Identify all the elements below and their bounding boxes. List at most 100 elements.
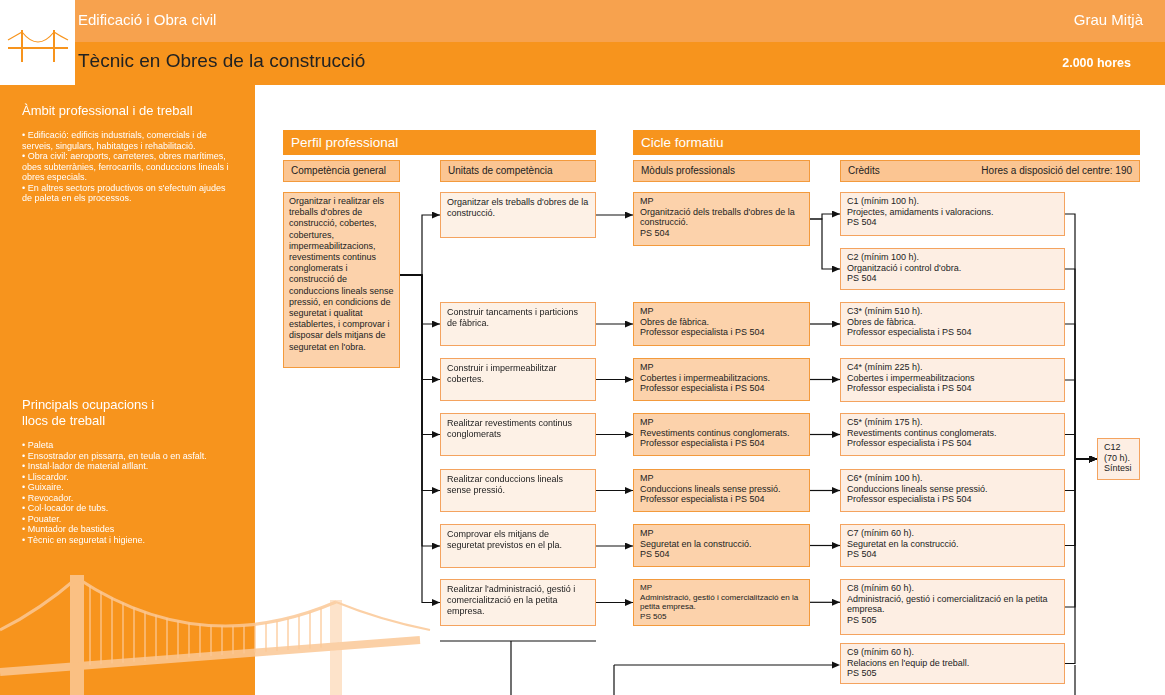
box-text: C7 (mínim 60 h). — [847, 528, 1058, 539]
column-header: Crèdits Hores a disposició del centre: 19… — [840, 160, 1140, 182]
connector — [1065, 380, 1097, 459]
box-text: Realitzar conduccions lineals sense pres… — [447, 474, 589, 496]
unit-box: Realitzar revestiments continus conglome… — [440, 413, 596, 456]
box-text: Revestiments continus conglomerats. — [847, 428, 1058, 439]
connector — [810, 214, 840, 219]
unit-box: Organitzar els treballs d'obres de la co… — [440, 192, 596, 238]
box-text: C6* (mínim 100 h). — [847, 473, 1058, 484]
bridge-hangers — [90, 586, 321, 665]
connector — [810, 219, 840, 269]
connector — [1065, 435, 1097, 460]
credit-box: C8 (mínim 60 h).Administració, gestió i … — [840, 579, 1065, 635]
connector — [1065, 459, 1097, 607]
box-text: Crèdits — [848, 165, 880, 177]
module-box: MPConduccions lineals sense pressió.Prof… — [633, 469, 810, 512]
credit-box: C7 (mínim 60 h).Seguretat en la construc… — [840, 524, 1065, 567]
connector — [596, 379, 633, 380]
box-text: Hores a disposició del centre: 190 — [981, 165, 1132, 177]
box-text: Conduccions lineals sense pressió. — [640, 484, 803, 495]
column-header: Competència general — [283, 160, 400, 182]
box-text: Seguretat en la construcció. — [847, 539, 1058, 550]
box-text: Construir tancaments i particions de fàb… — [447, 307, 589, 329]
connector — [400, 275, 440, 491]
box-text: Professor especialista i PS 504 — [847, 383, 1058, 394]
connector — [596, 545, 633, 546]
credit-box: C6* (mínim 100 h).Conduccions lineals se… — [840, 469, 1065, 512]
box-text: C5* (mínim 175 h). — [847, 417, 1058, 428]
connector — [810, 323, 840, 324]
box-text: Administració, gestió i comercialització… — [847, 594, 1058, 615]
bridge-watermark — [0, 575, 430, 695]
section-band: Perfil professional — [283, 130, 596, 155]
panel-bullet: • Col·locador de tubs. — [22, 503, 232, 514]
off-page-lines — [440, 641, 1075, 695]
box-text: C1 (mínim 100 h). — [847, 196, 1058, 207]
credit-box: C4* (mínim 225 h).Cobertes i impermeabil… — [840, 358, 1065, 402]
box-text: Obres de fàbrica. — [847, 317, 1058, 328]
box-text: MP — [640, 583, 803, 593]
credit-box: C5* (mínim 175 h).Revestiments continus … — [840, 413, 1065, 456]
box-text: Competència general — [291, 165, 386, 177]
box-text: Comprovar els mitjans de seguretat previ… — [447, 529, 589, 551]
box-text: PS 504 — [847, 549, 1058, 560]
box-text: Organització i control d'obra. — [847, 263, 1058, 274]
box-text: MP — [640, 362, 803, 373]
box-text: PS 504 — [640, 549, 803, 560]
panel-bullet: • En altres sectors productivos on s'efe… — [22, 183, 232, 204]
module-box: MPOrganització dels treballs d'obres de … — [633, 192, 810, 246]
panel-bullet: • Instal·lador de material aïllant. — [22, 461, 232, 472]
module-box: MPObres de fàbrica.Professor especialist… — [633, 302, 810, 346]
box-text: Síntesi — [1104, 463, 1133, 474]
box-text: PS 505 — [640, 612, 803, 622]
panel-heading: Àmbit professional i de treball — [22, 103, 232, 119]
box-text: C2 (mínim 100 h). — [847, 252, 1058, 263]
competence-box: Organitzar i realitzar els treballs d'ob… — [283, 192, 400, 368]
box-text: MP — [640, 473, 803, 484]
panel-bullet: • Edificació: edificis industrials, come… — [22, 130, 232, 151]
section-band: Cicle formatiu — [633, 130, 1140, 155]
panel-bullet: • Paleta — [22, 440, 232, 451]
panel-group: Principals ocupacions i llocs de treball… — [22, 397, 232, 545]
box-text: Perfil professional — [291, 135, 588, 150]
page-title: Tècnic en Obres de la construcció — [78, 50, 365, 72]
box-text: Organització dels treballs d'obres de la… — [640, 207, 803, 228]
box-text: PS 504 — [640, 228, 803, 239]
connector — [1065, 324, 1097, 459]
box-text: Cobertes i impermeabilitzacions — [847, 373, 1058, 384]
panel-bullet: • Muntador de bastides — [22, 524, 232, 535]
box-text: Unitats de competència — [448, 165, 553, 177]
connector — [596, 490, 633, 491]
box-text: Cicle formatiu — [641, 135, 1132, 150]
box-text: MP — [640, 417, 803, 428]
family-label: Edificació i Obra civil — [78, 11, 216, 28]
box-text: Professor especialista i PS 504 — [640, 327, 803, 338]
connector — [596, 214, 633, 215]
box-text: PS 505 — [847, 668, 1058, 679]
box-text: Professor especialista i PS 504 — [847, 438, 1058, 449]
level-label: Grau Mitjà — [1074, 11, 1143, 28]
unit-box: Realitzar l'administració, gestió i come… — [440, 579, 596, 626]
box-text: MP — [640, 306, 803, 317]
module-box: MPCobertes i impermeabilitzacions.Profes… — [633, 358, 810, 401]
box-text: Professor especialista i PS 504 — [847, 494, 1058, 505]
box-text: Cobertes i impermeabilitzacions. — [640, 373, 803, 384]
connector — [400, 275, 440, 546]
connector — [400, 215, 440, 275]
connector — [400, 275, 440, 324]
connector — [1065, 459, 1097, 664]
panel-bullet: • Guixaire. — [22, 482, 232, 493]
connector — [400, 275, 440, 603]
box-text: C3* (mínim 510 h). — [847, 306, 1058, 317]
box-text: Organitzar els treballs d'obres de la co… — [447, 197, 589, 219]
box-text: Obres de fàbrica. — [640, 317, 803, 328]
box-text: Professor especialista i PS 504 — [640, 383, 803, 394]
unit-box: Comprovar els mitjans de seguretat previ… — [440, 524, 596, 568]
credit-box: C3* (mínim 510 h).Obres de fàbrica.Profe… — [840, 302, 1065, 346]
box-text: Construir i impermeabilitzar cobertes. — [447, 363, 589, 385]
credit-box: C2 (mínim 100 h).Organització i control … — [840, 248, 1065, 290]
bridge-icon — [8, 30, 68, 62]
connector — [596, 434, 633, 435]
box-text: PS 504 — [847, 217, 1058, 228]
column-header: Unitats de competència — [440, 160, 596, 182]
box-text: Realitzar revestiments continus conglome… — [447, 418, 589, 440]
